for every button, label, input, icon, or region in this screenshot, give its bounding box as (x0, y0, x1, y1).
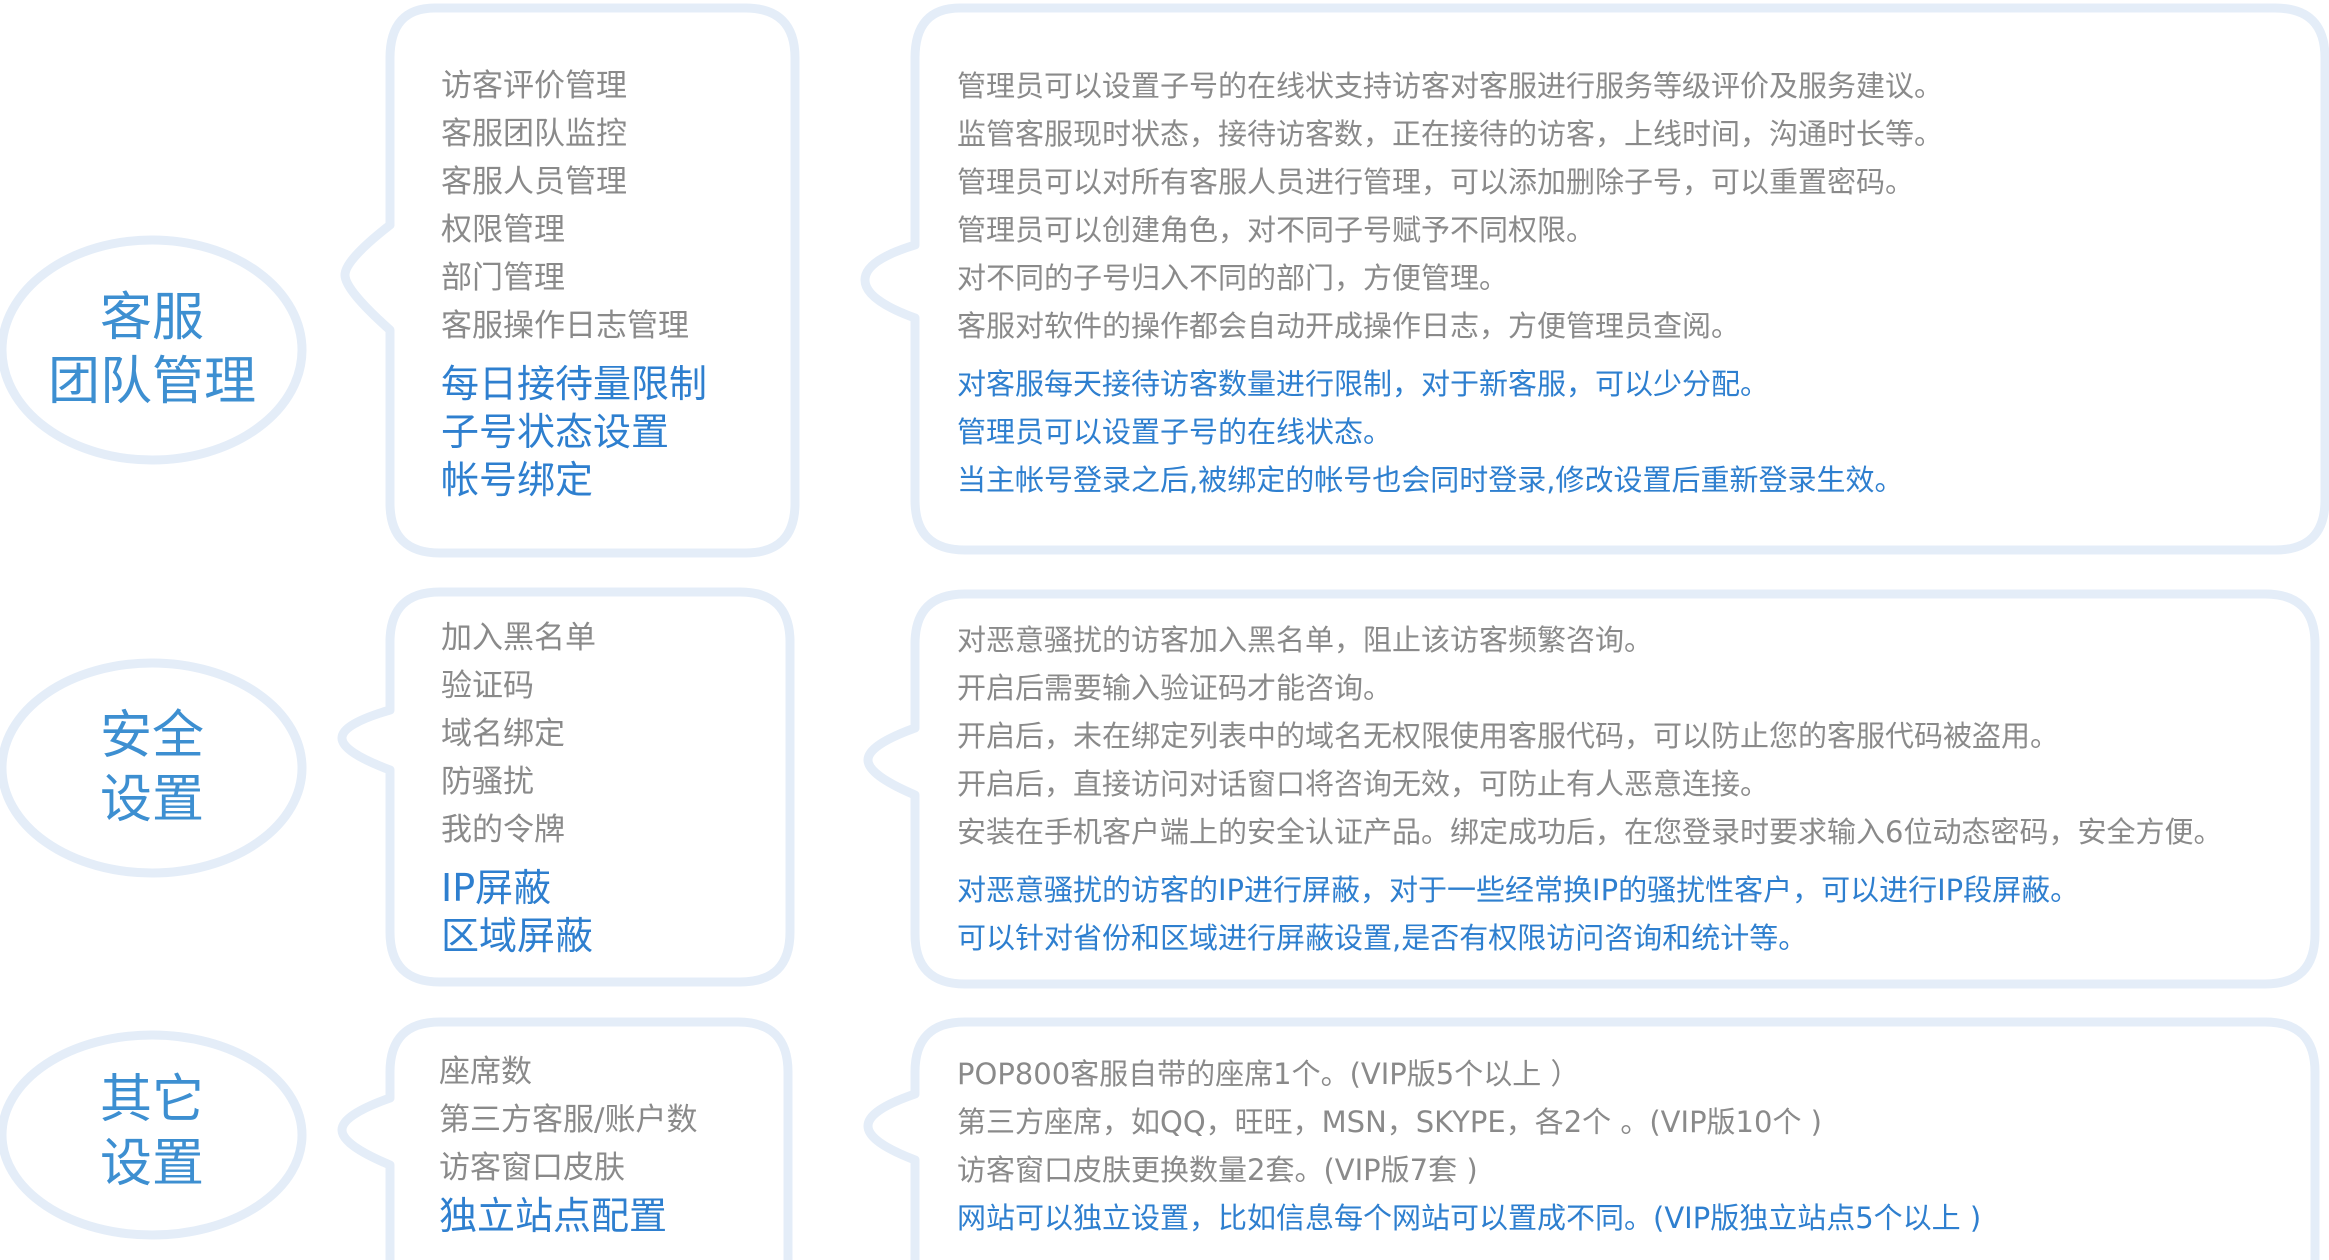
description-item: 开启后，未在绑定列表中的域名无权限使用客服代码，可以防止您的客服代码被盗用。 (957, 719, 2060, 753)
desc-bubble-other-settings (863, 1017, 2320, 1260)
list-spacer (957, 856, 2222, 866)
description-list-other-settings: POP800客服自带的座席1个。(VIP版5个以上 ） 第三方座席，如QQ，旺旺… (957, 1050, 1981, 1242)
feature-list-team-management: 访客评价管理 客服团队监控 客服人员管理 权限管理 部门管理 客服操作日志管理 … (441, 62, 707, 504)
vip-description-item: 对客服每天接待访客数量进行限制，对于新客服，可以少分配。 (957, 367, 1770, 401)
description-item: 客服对软件的操作都会自动开成操作日志，方便管理员查阅。 (957, 309, 1741, 343)
feature-item: 防骚扰 (441, 764, 534, 800)
feature-item: 验证码 (441, 668, 534, 704)
feature-item: 权限管理 (441, 212, 565, 248)
vip-feature-item: 独立站点配置 (439, 1194, 668, 1238)
vip-feature-item: 子号状态设置 (441, 410, 670, 454)
section-title-line: 安全 (99, 706, 204, 766)
description-item: 第三方座席，如QQ，旺旺，MSN，SKYPE，各2个 。(VIP版10个 ) (957, 1105, 1822, 1139)
oval-other-settings (0, 1030, 307, 1240)
description-item: 管理员可以设置子号的在线状支持访客对客服进行服务等级评价及服务建议。 (957, 69, 1944, 103)
oval-team-management (0, 235, 307, 465)
list-spacer (441, 854, 596, 864)
vip-feature-item: 帐号绑定 (441, 458, 594, 502)
section-title-other-settings: 其它 设置 (2, 1068, 302, 1196)
desc-bubble-team-management (860, 3, 2329, 555)
description-item: 监管客服现时状态，接待访客数，正在接待的访客，上线时间，沟通时长等。 (957, 117, 1944, 151)
feature-item: 座席数 (439, 1054, 532, 1090)
description-item: 访客窗口皮肤更换数量2套。(VIP版7套 ) (957, 1153, 1478, 1187)
feature-item: 域名绑定 (441, 716, 565, 752)
section-title-line: 设置 (99, 1134, 204, 1194)
description-item: 开启后，直接访问对话窗口将咨询无效，可防止有人恶意连接。 (957, 767, 1770, 801)
feature-item: 加入黑名单 (441, 620, 596, 656)
desc-bubble-security-settings (863, 589, 2320, 989)
feature-bubble-security-settings (337, 587, 795, 987)
section-title-line: 客服 (99, 288, 204, 348)
feature-item: 访客评价管理 (441, 68, 627, 104)
feature-list-security-settings: 加入黑名单 验证码 域名绑定 防骚扰 我的令牌 IP屏蔽 区域屏蔽 (441, 614, 596, 960)
description-list-security-settings: 对恶意骚扰的访客加入黑名单，阻止该访客频繁咨询。 开启后需要输入验证码才能咨询。… (957, 616, 2222, 962)
description-item: POP800客服自带的座席1个。(VIP版5个以上 ） (957, 1057, 1580, 1091)
vip-feature-item: IP屏蔽 (441, 866, 552, 910)
section-title-line: 团队管理 (47, 352, 256, 412)
description-list-team-management: 管理员可以设置子号的在线状支持访客对客服进行服务等级评价及服务建议。 监管客服现… (957, 62, 1943, 504)
vip-feature-item: 每日接待量限制 (441, 362, 708, 406)
feature-bubble-team-management (340, 3, 800, 558)
section-title-security-settings: 安全 设置 (2, 704, 302, 832)
vip-description-item: 对恶意骚扰的访客的IP进行屏蔽，对于一些经常换IP的骚扰性客户，可以进行IP段屏… (957, 873, 2080, 907)
feature-item: 访客窗口皮肤 (439, 1150, 625, 1186)
description-item: 对不同的子号归入不同的部门，方便管理。 (957, 261, 1509, 295)
feature-item: 我的令牌 (441, 812, 565, 848)
vip-description-item: 管理员可以设置子号的在线状态。 (957, 415, 1393, 449)
description-item: 管理员可以创建角色，对不同子号赋予不同权限。 (957, 213, 1596, 247)
vip-description-item: 当主帐号登录之后,被绑定的帐号也会同时登录,修改设置后重新登录生效。 (957, 463, 1904, 497)
feature-item: 客服人员管理 (441, 164, 627, 200)
feature-bubble-other-settings (337, 1017, 793, 1260)
feature-item: 第三方客服/账户数 (439, 1102, 698, 1138)
section-title-line: 其它 (99, 1070, 204, 1130)
feature-item: 客服团队监控 (441, 116, 627, 152)
description-item: 对恶意骚扰的访客加入黑名单，阻止该访客频繁咨询。 (957, 623, 1654, 657)
feature-item: 部门管理 (441, 260, 565, 296)
section-title-line: 设置 (99, 770, 204, 830)
description-item: 网站可以独立设置，比如信息每个网站可以置成不同。(VIP版独立站点5个以上 ) (957, 1201, 1982, 1235)
list-spacer (441, 350, 707, 360)
feature-list-other-settings: 座席数 第三方客服/账户数 访客窗口皮肤 独立站点配置 (439, 1048, 697, 1240)
section-title-team-management: 客服 团队管理 (2, 286, 302, 414)
description-item: 安装在手机客户端上的安全认证产品。绑定成功后，在您登录时要求输入6位动态密码，安… (957, 815, 2223, 849)
oval-security-settings (0, 658, 307, 878)
feature-item: 客服操作日志管理 (441, 308, 689, 344)
list-spacer (957, 350, 1943, 360)
description-item: 管理员可以对所有客服人员进行管理，可以添加删除子号，可以重置密码。 (957, 165, 1915, 199)
description-item: 开启后需要输入验证码才能咨询。 (957, 671, 1393, 705)
vip-feature-item: 区域屏蔽 (441, 914, 594, 958)
vip-description-item: 可以针对省份和区域进行屏蔽设置,是否有权限访问咨询和统计等。 (957, 921, 1808, 955)
